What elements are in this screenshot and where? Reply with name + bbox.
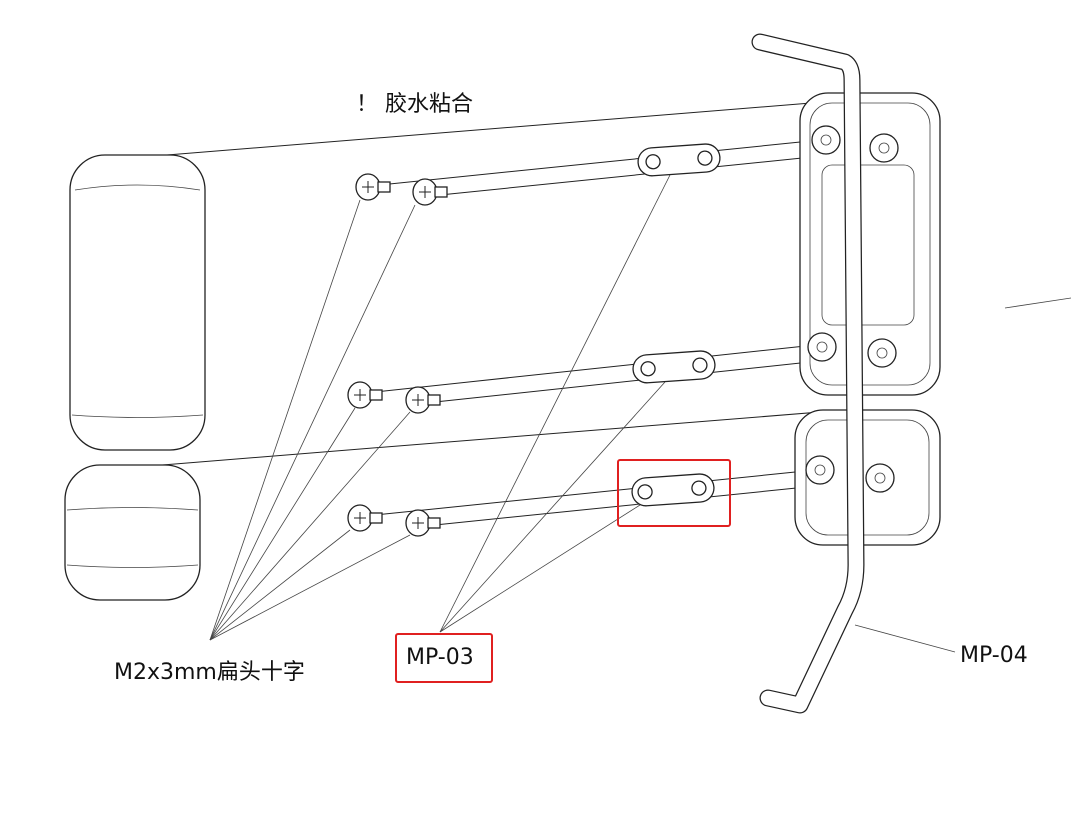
mount-panels xyxy=(794,92,941,546)
rod-label: MP-04 xyxy=(960,643,1028,668)
bracket-label: MP-03 xyxy=(406,645,474,670)
glue-note: ！ 胶水粘合 xyxy=(356,92,473,117)
small-cylinder xyxy=(64,464,201,601)
screw-label: M2x3mm扁头十字 xyxy=(114,660,305,685)
screws xyxy=(347,173,448,537)
mp03-brackets xyxy=(631,143,721,507)
bracket-part-highlight xyxy=(617,459,731,527)
bracket-label-highlight xyxy=(395,633,493,683)
mp04-rod xyxy=(751,33,865,714)
large-cylinder xyxy=(69,154,206,451)
